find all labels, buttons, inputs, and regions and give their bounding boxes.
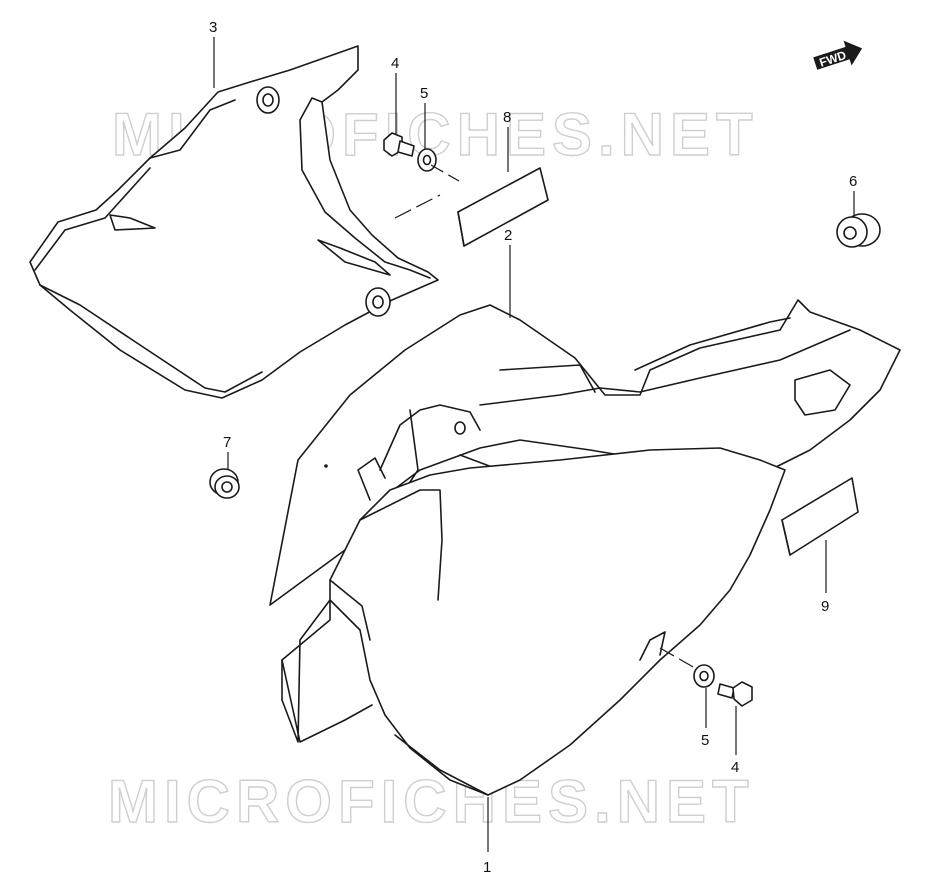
callout-7: 7	[223, 434, 231, 451]
callout-4-lower: 4	[731, 759, 739, 776]
part-8-pad	[457, 167, 549, 247]
part-5-washer-upper	[417, 148, 437, 172]
part-4-bolt-lower	[717, 681, 753, 707]
callout-6: 6	[849, 173, 857, 190]
assembly-line-upper-2	[394, 194, 441, 219]
fwd-label: FWD	[818, 48, 849, 70]
callout-8: 8	[503, 109, 511, 126]
callout-5-lower: 5	[701, 732, 709, 749]
assembly-line-lower	[659, 647, 696, 669]
watermark-bottom: MICROFICHES.NET	[108, 768, 755, 835]
callout-4-upper: 4	[391, 55, 399, 72]
part-2-frame-panel	[269, 299, 901, 606]
part-6-grommet	[836, 213, 881, 248]
part-9-pad	[781, 477, 859, 556]
part-3-side-cover-upper	[29, 45, 439, 399]
part-5-washer-lower	[693, 664, 715, 688]
callout-5-upper: 5	[420, 85, 428, 102]
callout-2: 2	[504, 227, 512, 244]
part-1-side-cover-lower	[281, 447, 786, 796]
callout-9: 9	[821, 598, 829, 615]
part-4-bolt-upper	[383, 132, 415, 157]
assembly-line-upper	[430, 164, 460, 182]
callout-1: 1	[483, 859, 491, 876]
part-7-grommet	[209, 468, 240, 499]
callout-3: 3	[209, 19, 217, 36]
fwd-arrow-icon: FWD	[813, 40, 863, 70]
